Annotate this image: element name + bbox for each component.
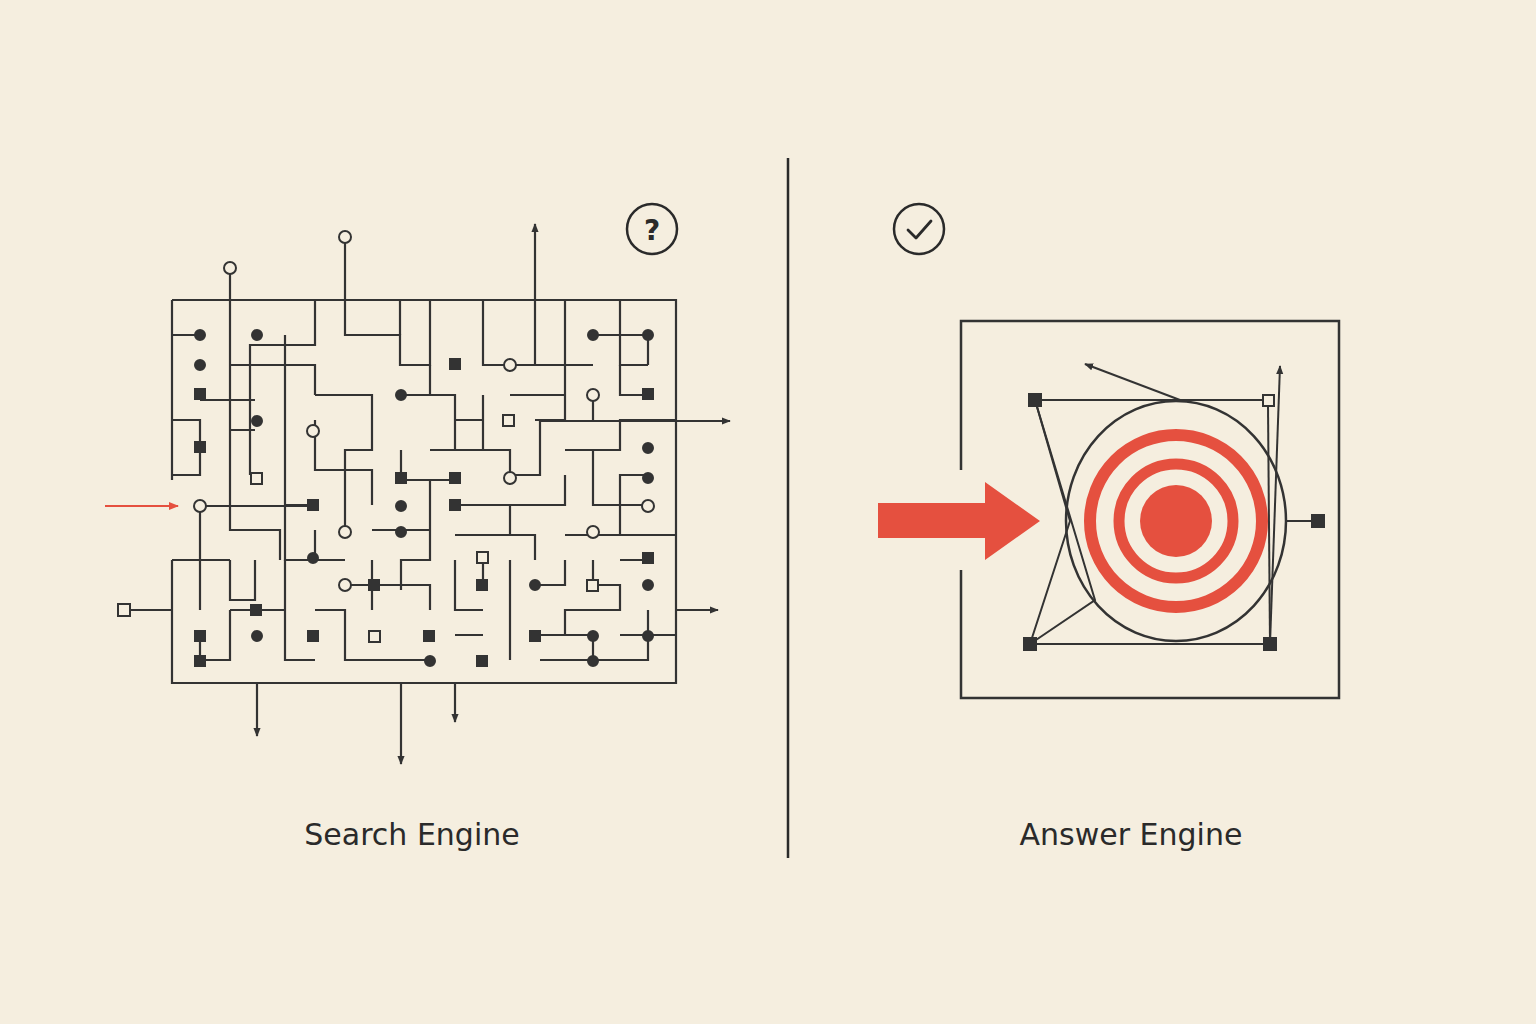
answer-arrow bbox=[878, 482, 1040, 560]
question-mark: ? bbox=[644, 214, 660, 247]
maze-wires bbox=[130, 224, 730, 764]
panel-caption: Search Engine bbox=[304, 817, 519, 852]
target-terminals bbox=[1024, 394, 1324, 650]
target-wires bbox=[1030, 364, 1312, 644]
check-icon bbox=[894, 204, 944, 254]
divider bbox=[787, 158, 790, 858]
maze-terminals bbox=[118, 231, 654, 666]
panel-caption: Answer Engine bbox=[1020, 817, 1243, 852]
target bbox=[1090, 435, 1262, 607]
target-outline bbox=[1066, 401, 1286, 641]
question-icon bbox=[627, 204, 677, 254]
entry-arrow bbox=[105, 505, 178, 507]
maze bbox=[172, 300, 676, 683]
